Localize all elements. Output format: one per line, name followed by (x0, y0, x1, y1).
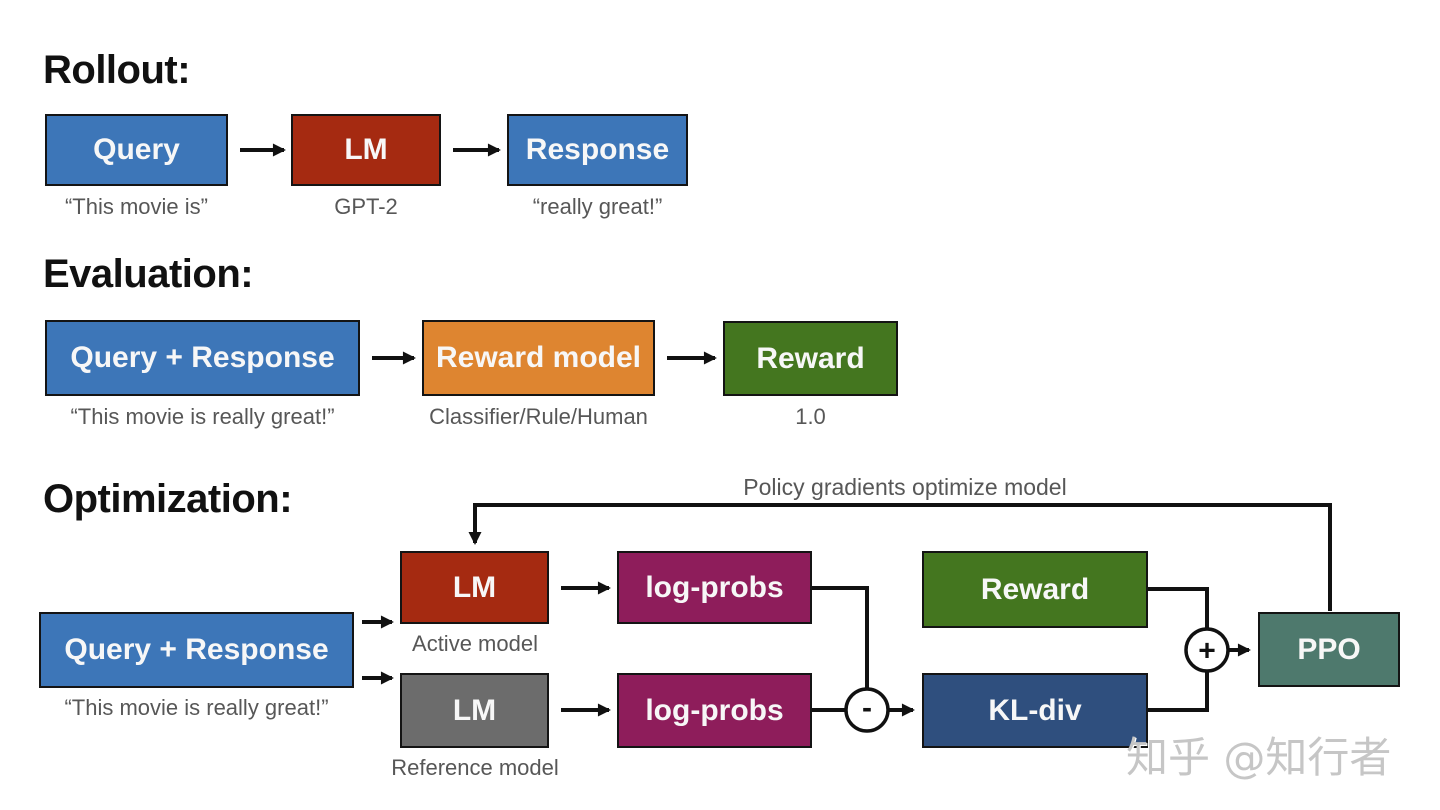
reference-lm-box: LM (400, 673, 549, 748)
ppo-box: PPO (1258, 612, 1400, 687)
wire-reward-to-plus (1148, 587, 1209, 628)
evaluation-query-response-box: Query + Response (45, 320, 360, 396)
wire-logprobs-active-to-minus (812, 586, 869, 688)
evaluation-reward-box: Reward (723, 321, 898, 396)
rollout-lm-caption: GPT-2 (334, 194, 398, 219)
rollout-response-box: Response (507, 114, 688, 186)
rollout-query-box: Query (45, 114, 228, 186)
optimization-reward-box: Reward (922, 551, 1148, 628)
plus-junction-circle (1184, 627, 1230, 673)
minus-junction-circle (844, 687, 890, 733)
optimization-query-response-caption: “This movie is really great!” (64, 695, 329, 720)
evaluation-reward-caption: 1.0 (795, 404, 826, 429)
evaluation-query-response-caption: “This movie is really great!” (70, 404, 335, 429)
optimization-query-response-box: Query + Response (39, 612, 354, 688)
logprobs-active-box: log-probs (617, 551, 812, 624)
rollout-response-caption: “really great!” (532, 194, 663, 219)
active-lm-box: LM (400, 551, 549, 624)
logprobs-reference-box: log-probs (617, 673, 812, 748)
optimization-heading: Optimization: (43, 477, 293, 521)
feedback-arrow-ppo-to-active-lm (468, 503, 1332, 611)
plus-operator-label: + (1198, 635, 1216, 668)
evaluation-heading: Evaluation: (43, 252, 254, 296)
evaluation-reward-model-box: Reward model (422, 320, 655, 396)
kl-div-box: KL-div (922, 673, 1148, 748)
minus-operator-label: - (862, 692, 872, 725)
watermark-text: 知乎 @知行者 (1126, 733, 1392, 782)
policy-gradients-label: Policy gradients optimize model (743, 474, 1067, 500)
rollout-lm-box: LM (291, 114, 441, 186)
rollout-query-caption: “This movie is” (64, 194, 208, 219)
wire-kldiv-to-plus (1148, 672, 1209, 712)
reference-model-caption: Reference model (391, 755, 559, 780)
active-model-caption: Active model (412, 631, 538, 656)
rollout-heading: Rollout: (43, 48, 191, 92)
evaluation-reward-model-caption: Classifier/Rule/Human (429, 404, 648, 429)
